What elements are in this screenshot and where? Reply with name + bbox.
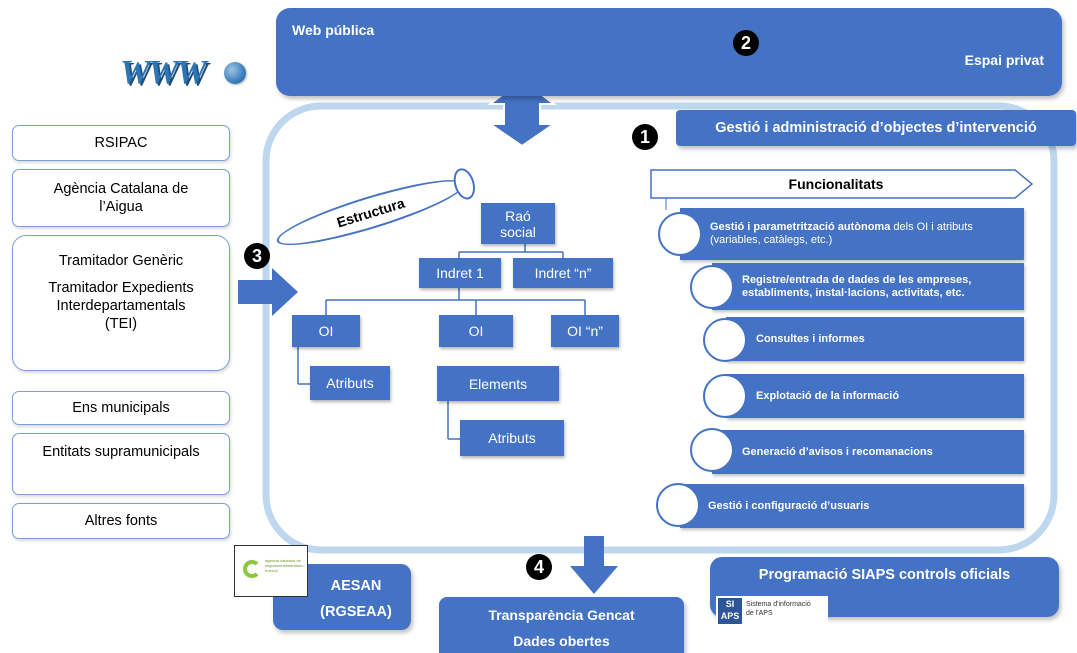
source-label: Altres fonts	[84, 513, 158, 529]
gestio-objectes-label: Gestió i administració d’objectes d’inte…	[715, 120, 1037, 136]
func-item-bold: Gestió i parametrització autònoma	[710, 221, 891, 233]
source-ens-municipals[interactable]: Ens municipals	[12, 391, 230, 425]
source-altres-fonts[interactable]: Altres fonts	[12, 503, 230, 539]
func-item-label: Consultes i informes	[756, 332, 865, 345]
web-publica-title: Web pública	[292, 22, 375, 38]
func-item-consultes[interactable]: Consultes i informes	[726, 317, 1024, 361]
source-label: Agència Catalana de l’Aigua	[53, 181, 189, 215]
gestio-objectes-box[interactable]: Gestió i administració d’objectes d’inte…	[676, 110, 1076, 146]
func-item-usuaris[interactable]: Gestió i configuració d’usuaris	[680, 484, 1024, 528]
web-publica-box[interactable]: Web pública Espai privat	[276, 8, 1062, 96]
func-bullet	[703, 374, 747, 418]
siaps-logo-text-2: de l'APS	[746, 610, 773, 617]
source-label: Tramitador Expedients Interdepartamental…	[48, 280, 194, 332]
espai-privat-label: Espai privat	[964, 52, 1044, 68]
tree-oi-1[interactable]: OI	[292, 315, 360, 347]
func-bullet	[658, 212, 702, 256]
source-rsipac[interactable]: RSIPAC	[12, 125, 230, 161]
tree-label: Elements	[468, 375, 528, 392]
tree-label: Atributs	[488, 430, 536, 446]
func-bullet	[703, 318, 747, 362]
number-2-badge: 2	[733, 30, 759, 56]
func-item-explotacio[interactable]: Explotació de la informació	[726, 374, 1024, 418]
tree-elements[interactable]: Elements	[437, 366, 559, 401]
tree-label: Indret “n”	[534, 265, 592, 281]
number-3-badge: 3	[244, 243, 270, 269]
aesan-title: AESAN	[330, 578, 382, 594]
func-item-registre[interactable]: Registre/entrada de dades de les emprese…	[712, 263, 1024, 310]
input-arrow	[238, 268, 298, 316]
number-1-badge: 1	[632, 124, 658, 150]
source-label: Tramitador Genèric	[58, 253, 184, 269]
funcionalitats-header: Funcionalitats	[651, 170, 1021, 198]
tree-label: Atributs	[326, 375, 374, 391]
aesan-logo-icon	[243, 560, 261, 578]
func-item-label: Registre/entrada de dades de les emprese…	[742, 273, 972, 299]
func-item-label: Gestió i configuració d’usuaris	[708, 499, 870, 512]
tree-label: Raó social	[500, 207, 536, 240]
tree-label: OI	[318, 323, 334, 339]
number-4-badge: 4	[526, 554, 552, 580]
output-arrow	[570, 536, 618, 594]
tree-connectors	[297, 244, 586, 440]
tree-rao-social[interactable]: Raó social	[481, 203, 555, 244]
tree-indret-n[interactable]: Indret “n”	[513, 258, 613, 288]
func-item-label: Gestió i parametrització autònoma dels O…	[680, 221, 1024, 247]
source-entitats[interactable]: Entitats supramunicipals	[12, 433, 230, 495]
siaps-title: Programació SIAPS controls oficials	[758, 567, 1011, 583]
tree-indret-1[interactable]: Indret 1	[419, 258, 501, 288]
source-label: Entitats supramunicipals	[42, 444, 200, 460]
siaps-logo-text-1: Sistema d'informació	[746, 601, 811, 608]
func-item-avisos[interactable]: Generació d’avisos i recomanacions	[712, 430, 1024, 474]
source-aca[interactable]: Agència Catalana de l’Aigua	[12, 169, 230, 227]
siaps-logo-aps: APS	[720, 611, 740, 621]
www-logo-text: WWW	[120, 54, 207, 91]
source-label: Ens municipals	[72, 400, 170, 416]
tree-oi-2[interactable]: OI	[439, 315, 513, 347]
func-bullet	[690, 428, 734, 472]
tree-oi-n[interactable]: OI “n”	[551, 315, 619, 347]
func-bullet	[690, 265, 734, 309]
func-item-rest: dels OI i atributs (variables, catàlegs,…	[710, 221, 973, 246]
funcionalitats-header-shape	[650, 169, 1034, 199]
funcionalitats-title: Funcionalitats	[788, 176, 884, 192]
tree-atributs-1[interactable]: Atributs	[310, 366, 390, 400]
siaps-logo-si: SI	[725, 599, 735, 609]
func-item-label: Explotació de la informació	[756, 389, 900, 402]
tree-label: Indret 1	[436, 265, 484, 281]
tree-label: OI	[468, 323, 484, 339]
siaps-logo-mark: SI APS	[718, 598, 742, 624]
bidirectional-arrow	[486, 78, 558, 148]
siaps-logo-text: Sistema d'informació de l'APS	[746, 600, 811, 618]
aesan-logo: agència catalana de seguretat alimentàri…	[234, 545, 308, 597]
source-tramitador[interactable]: Tramitador Genèric Tramitador Expedients…	[12, 235, 230, 371]
func-bullet	[656, 483, 700, 527]
tree-atributs-2[interactable]: Atributs	[460, 420, 564, 456]
main-container-outline	[262, 102, 1058, 554]
globe-icon	[224, 62, 246, 84]
tree-label: OI “n”	[567, 323, 603, 339]
transparencia-title: Transparència Gencat	[488, 607, 635, 623]
aesan-logo-text: agència catalana de seguretat alimentàri…	[265, 558, 305, 573]
func-item-gestio-parametritzacio[interactable]: Gestió i parametrització autònoma dels O…	[680, 208, 1024, 260]
www-logo: WWW	[112, 50, 262, 96]
aesan-subtitle: (RGSEAA)	[320, 604, 392, 620]
transparencia-box[interactable]: Transparència Gencat Dades obertes	[439, 597, 684, 653]
source-label: RSIPAC	[94, 135, 148, 151]
dades-obertes-label: Dades obertes	[513, 633, 610, 649]
siaps-logo: SI APS Sistema d'informació de l'APS	[716, 596, 828, 626]
func-item-label: Generació d’avisos i recomanacions	[742, 445, 933, 458]
